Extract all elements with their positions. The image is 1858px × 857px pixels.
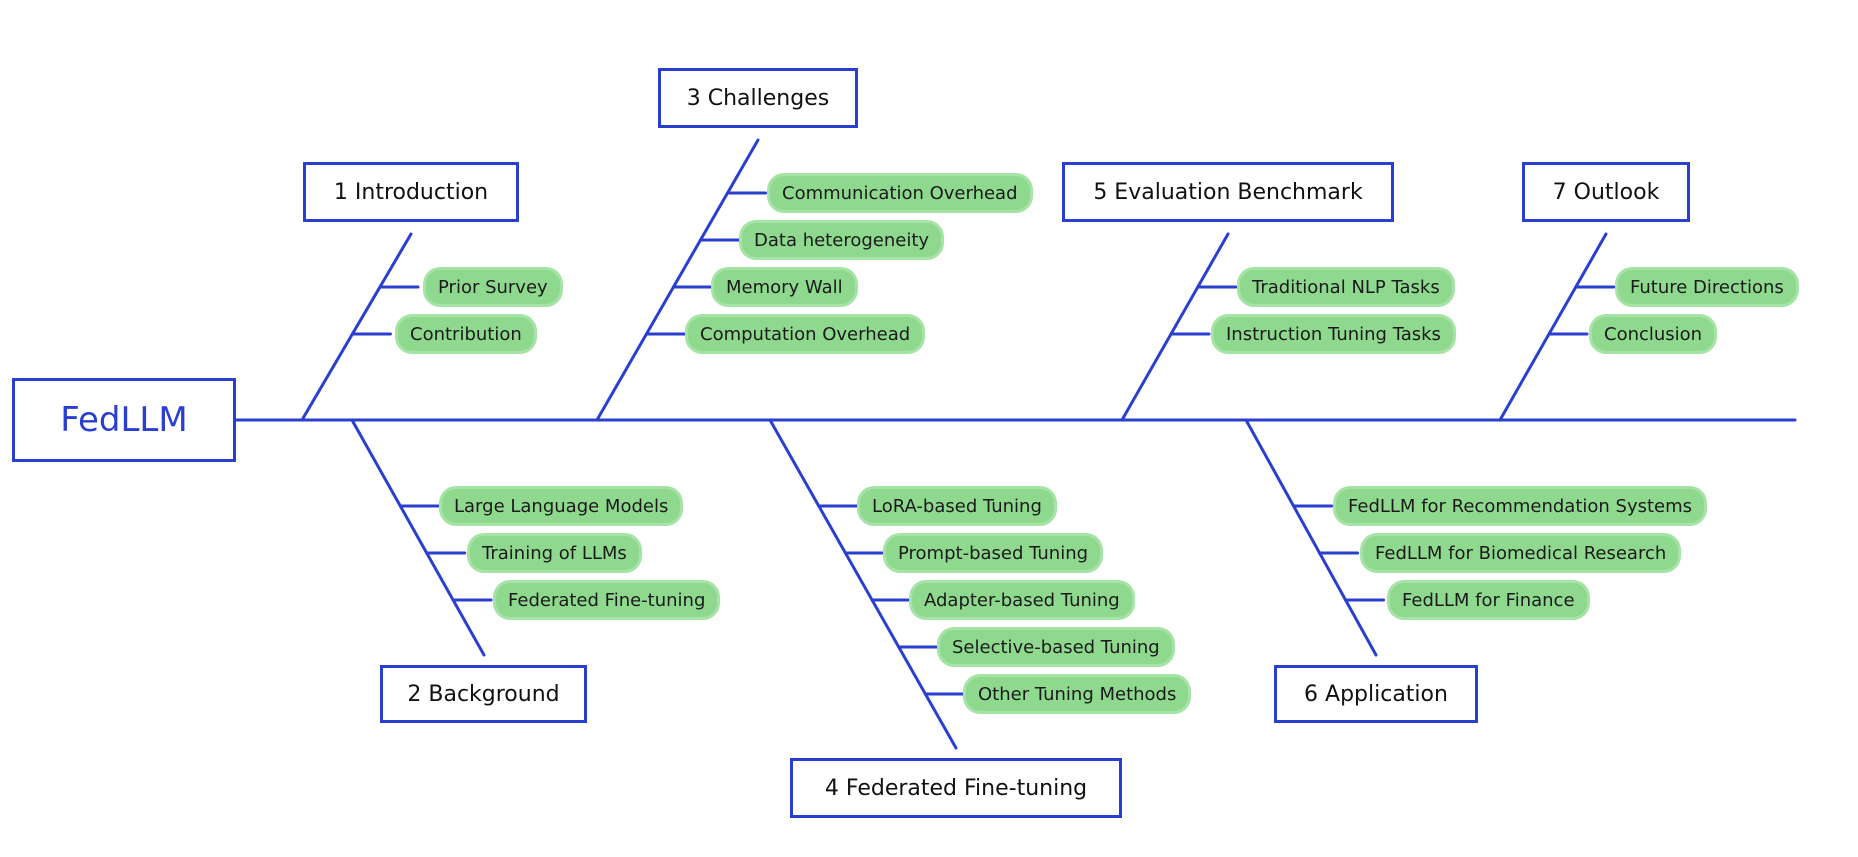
leaf-lora-based-tuning: LoRA-based Tuning	[860, 489, 1054, 523]
leaf-training-of-llms: Training of LLMs	[470, 536, 639, 570]
leaf-federated-fine-tuning: Federated Fine-tuning	[496, 583, 718, 617]
leaf-prompt-based-tuning: Prompt-based Tuning	[886, 536, 1101, 570]
section-evaluation-benchmark: 5 Evaluation Benchmark	[1062, 162, 1394, 222]
section-outlook-label: 7 Outlook	[1552, 179, 1660, 205]
section-challenges-label: 3 Challenges	[686, 85, 830, 111]
leaf-contribution: Contribution	[398, 317, 534, 351]
leaf-data-heterogeneity: Data heterogeneity	[742, 223, 942, 257]
bone-outlook	[1498, 232, 1608, 422]
section-challenges: 3 Challenges	[658, 68, 858, 128]
leaf-memory-wall: Memory Wall	[714, 270, 855, 304]
leaf-computation-overhead: Computation Overhead	[688, 317, 923, 351]
bone-introduction	[300, 232, 413, 422]
leaf-other-tuning-methods: Other Tuning Methods	[966, 677, 1189, 711]
section-outlook: 7 Outlook	[1522, 162, 1690, 222]
section-background: 2 Background	[380, 665, 587, 723]
bone-challenges	[595, 138, 760, 422]
section-application-label: 6 Application	[1304, 681, 1448, 707]
bone-background	[350, 418, 486, 657]
leaf-adapter-based-tuning: Adapter-based Tuning	[912, 583, 1132, 617]
leaf-prior-survey: Prior Survey	[426, 270, 560, 304]
section-introduction-label: 1 Introduction	[333, 179, 489, 205]
bone-evaluation	[1120, 232, 1230, 422]
leaf-conclusion: Conclusion	[1592, 317, 1715, 351]
leaf-traditional-nlp-tasks: Traditional NLP Tasks	[1240, 270, 1452, 304]
leaf-biomedical-research: FedLLM for Biomedical Research	[1363, 536, 1679, 570]
leaf-large-language-models: Large Language Models	[442, 489, 681, 523]
leaf-selective-based-tuning: Selective-based Tuning	[940, 630, 1172, 664]
leaf-recommendation-systems: FedLLM for Recommendation Systems	[1336, 489, 1705, 523]
leaf-finance: FedLLM for Finance	[1390, 583, 1587, 617]
root-box: FedLLM	[12, 378, 236, 462]
section-federated-fine-tuning-label: 4 Federated Fine-tuning	[824, 775, 1088, 801]
section-application: 6 Application	[1274, 665, 1478, 723]
leaf-future-directions: Future Directions	[1618, 270, 1796, 304]
leaf-instruction-tuning-tasks: Instruction Tuning Tasks	[1214, 317, 1453, 351]
root-label: FedLLM	[60, 400, 188, 440]
section-evaluation-benchmark-label: 5 Evaluation Benchmark	[1093, 179, 1363, 205]
section-background-label: 2 Background	[407, 681, 560, 707]
section-introduction: 1 Introduction	[303, 162, 519, 222]
section-federated-fine-tuning: 4 Federated Fine-tuning	[790, 758, 1122, 818]
leaf-communication-overhead: Communication Overhead	[770, 176, 1030, 210]
bone-application	[1244, 418, 1378, 657]
